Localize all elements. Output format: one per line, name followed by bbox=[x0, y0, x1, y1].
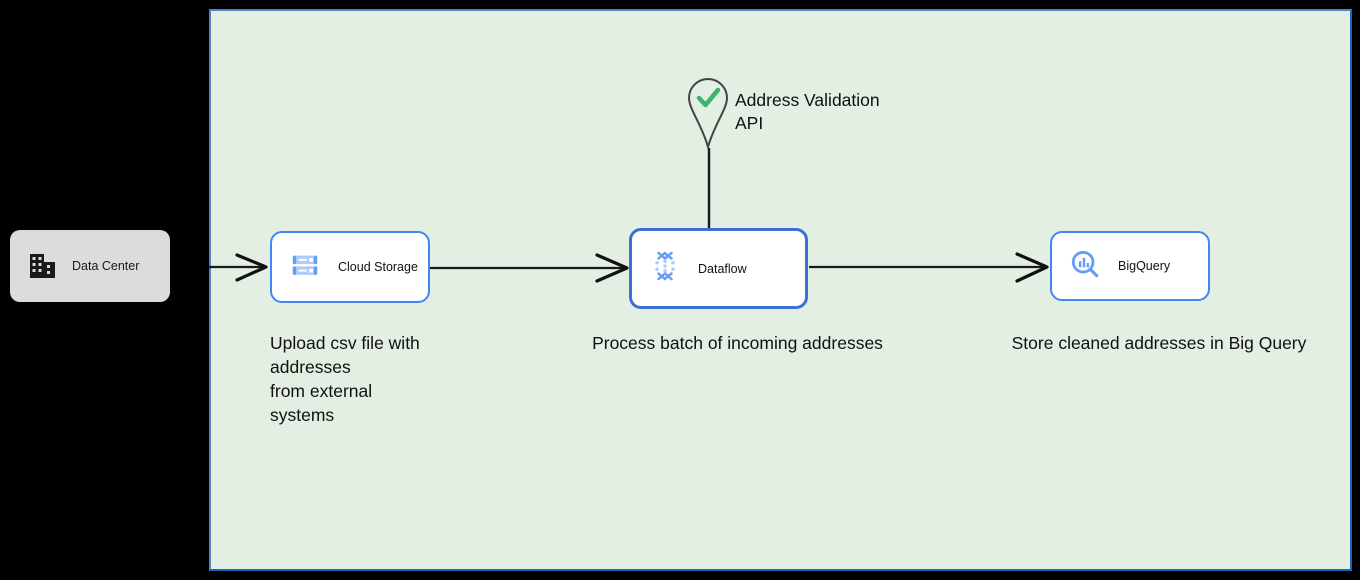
node-label-address-validation-api: Address Validation API bbox=[735, 90, 880, 133]
node-label-cloud-storage: Cloud Storage bbox=[338, 260, 418, 274]
dataflow-icon bbox=[650, 250, 680, 287]
node-address-validation-api[interactable]: Address Validation API bbox=[686, 76, 880, 151]
node-bigquery[interactable]: BigQuery bbox=[1050, 231, 1210, 301]
node-label-bigquery: BigQuery bbox=[1118, 259, 1171, 273]
caption-dataflow: Process batch of incoming addresses bbox=[592, 333, 883, 353]
cloud-storage-icon bbox=[290, 250, 320, 285]
caption-bigquery: Store cleaned addresses in Big Query bbox=[1011, 333, 1307, 353]
node-dataflow[interactable]: Dataflow bbox=[629, 228, 808, 309]
location-pin-check-icon bbox=[686, 76, 730, 151]
caption-cloud-storage: Upload csv file with addresses from exte… bbox=[270, 333, 420, 425]
node-label-data-center: Data Center bbox=[72, 259, 140, 273]
node-data-center[interactable]: Data Center bbox=[10, 230, 170, 302]
data-center-icon bbox=[27, 251, 57, 281]
bigquery-icon bbox=[1070, 249, 1100, 284]
node-label-dataflow: Dataflow bbox=[698, 261, 747, 276]
node-cloud-storage[interactable]: Cloud Storage bbox=[270, 231, 430, 303]
